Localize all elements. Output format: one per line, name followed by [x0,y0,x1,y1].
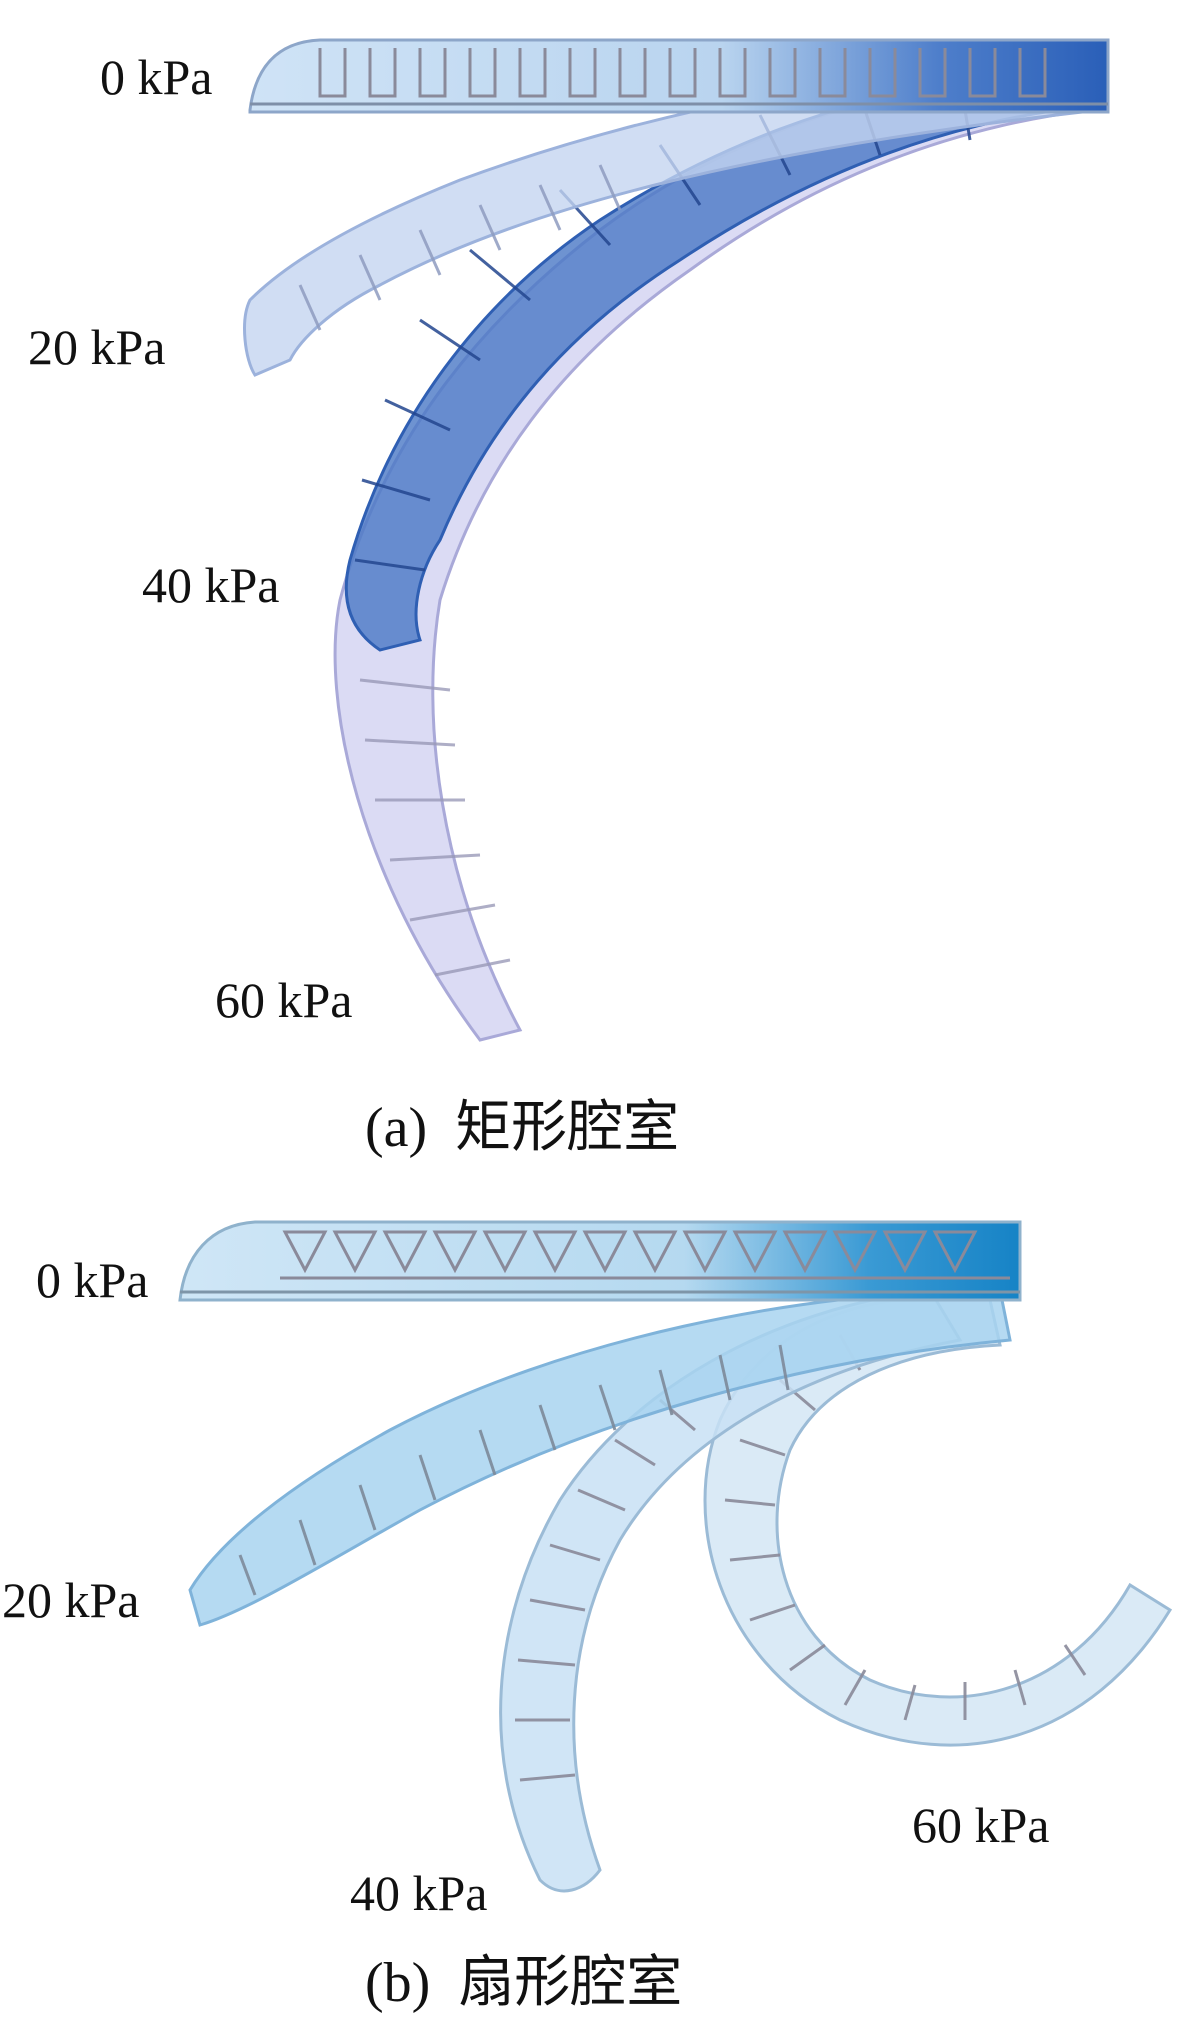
label-a-40kpa: 40 kPa [142,557,280,613]
label-a-20kpa: 20 kPa [28,319,166,375]
panel-a-illustration [243,38,1110,1042]
caption-a: (a) 矩形腔室 [365,1100,679,1156]
label-a-60kpa: 60 kPa [215,972,353,1028]
label-b-60kpa: 60 kPa [912,1797,1050,1853]
caption-a-text: 矩形腔室 [455,1097,680,1159]
caption-a-letter: (a) [365,1097,428,1159]
label-b-20kpa: 20 kPa [2,1572,140,1628]
label-b-40kpa: 40 kPa [350,1865,488,1921]
actuator-b-60kpa [703,1295,1173,1747]
actuator-a-0kpa [248,38,1110,114]
actuator-b-20kpa [188,1288,1012,1627]
label-b-0kpa: 0 kPa [36,1252,149,1308]
caption-b-text: 扇形腔室 [458,1952,683,2014]
caption-b: (b) 扇形腔室 [365,1955,682,2011]
caption-b-letter: (b) [365,1952,431,2014]
actuator-b-0kpa [178,1220,1022,1302]
label-a-0kpa: 0 kPa [100,49,213,105]
actuator-b-40kpa [499,1288,963,1893]
